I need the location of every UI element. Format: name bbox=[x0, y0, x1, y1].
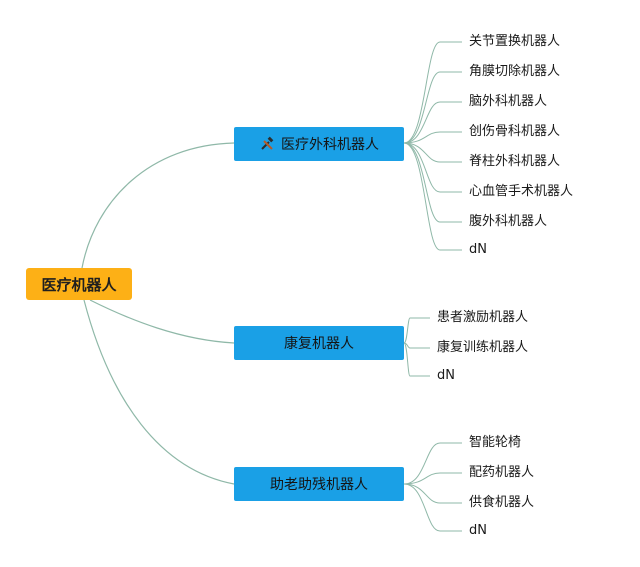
branch-medical-surgery[interactable]: 医疗外科机器人 bbox=[234, 127, 404, 161]
branch-rehab[interactable]: 康复机器人 bbox=[234, 326, 404, 360]
leaf-links-medical-surgery bbox=[403, 41, 462, 251]
leaf-connector bbox=[403, 317, 430, 344]
root-node[interactable]: 医疗机器人 bbox=[26, 268, 132, 300]
leaf-more[interactable]: dN bbox=[437, 368, 455, 383]
leaf-connector bbox=[403, 483, 462, 532]
leaf-links-assistive bbox=[403, 442, 462, 532]
leaf-abdominal-surgery[interactable]: 腹外科机器人 bbox=[469, 214, 548, 229]
link-root-to-branch-2 bbox=[83, 299, 235, 485]
leaf-more[interactable]: dN bbox=[469, 242, 487, 257]
leaf-connector bbox=[403, 41, 462, 144]
link-root-to-branch-1 bbox=[89, 299, 235, 344]
leaf-cardiovascular[interactable]: 心血管手术机器人 bbox=[469, 184, 574, 199]
leaf-neurosurgery[interactable]: 脑外科机器人 bbox=[469, 94, 548, 109]
leaf-connector bbox=[403, 101, 462, 144]
leaf-connector bbox=[403, 71, 462, 144]
leaf-spine-surgery[interactable]: 脊柱外科机器人 bbox=[469, 154, 561, 169]
leaf-connector bbox=[403, 472, 462, 485]
branch-label: 康复机器人 bbox=[284, 336, 354, 352]
leaf-corneal-excision[interactable]: 角膜切除机器人 bbox=[469, 64, 561, 79]
leaf-connector bbox=[403, 342, 430, 349]
leaf-connector bbox=[403, 342, 430, 377]
leaf-connector bbox=[403, 142, 462, 193]
leaf-connector bbox=[403, 142, 462, 223]
branch-label: 医疗外科机器人 bbox=[281, 137, 379, 153]
leaf-connector bbox=[403, 442, 462, 485]
leaf-more[interactable]: dN bbox=[469, 523, 487, 538]
leaf-smart-wheelchair[interactable]: 智能轮椅 bbox=[469, 435, 522, 450]
leaf-patient-motivation[interactable]: 患者激励机器人 bbox=[437, 310, 529, 325]
leaf-connector bbox=[403, 142, 462, 163]
leaf-connector bbox=[403, 131, 462, 144]
branch-assistive[interactable]: 助老助残机器人 bbox=[234, 467, 404, 501]
leaf-rehab-training[interactable]: 康复训练机器人 bbox=[437, 340, 529, 355]
leaf-trauma-orthopedics[interactable]: 创伤骨科机器人 bbox=[469, 124, 561, 139]
leaf-connector bbox=[403, 142, 462, 251]
root-label: 医疗机器人 bbox=[41, 275, 117, 294]
leaf-feeding[interactable]: 供食机器人 bbox=[469, 495, 535, 510]
leaf-dispensing[interactable]: 配药机器人 bbox=[469, 465, 535, 480]
tools-icon bbox=[261, 136, 274, 150]
branch-label: 助老助残机器人 bbox=[270, 477, 368, 493]
link-root-to-branch-0 bbox=[81, 142, 235, 269]
leaf-joint-replacement[interactable]: 关节置换机器人 bbox=[469, 34, 561, 49]
leaf-connector bbox=[403, 483, 462, 504]
leaf-links-rehab bbox=[403, 317, 430, 377]
